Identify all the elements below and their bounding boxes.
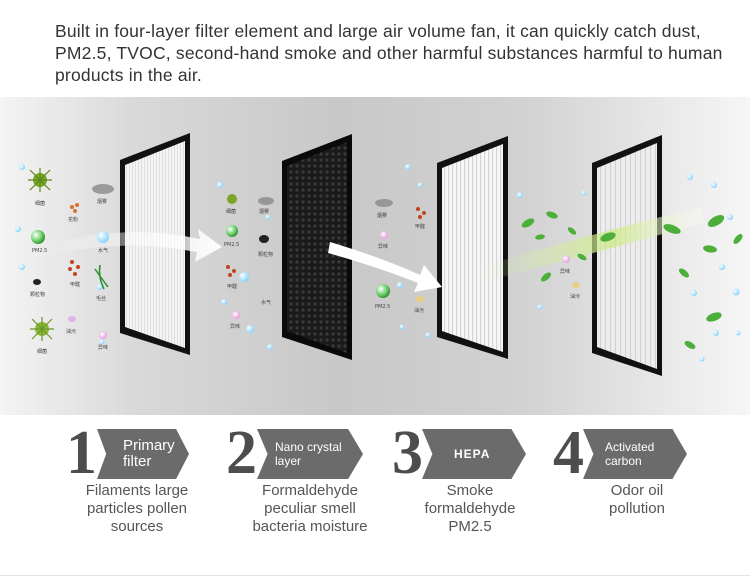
step-label-arrow: Nano crystal layer	[257, 429, 363, 479]
airflow-arrow-icon	[328, 242, 442, 292]
formaldehyde-icon	[416, 207, 426, 219]
label-hair: 毛丝	[96, 295, 106, 302]
formaldehyde-icon	[68, 260, 80, 276]
label-pollen: 花粉	[68, 216, 78, 223]
step-label: Primary filter	[123, 437, 175, 470]
airflow-arrow-icon	[40, 229, 222, 262]
airflow-arrow-icon	[480, 207, 705, 282]
bacteria-icon	[28, 168, 52, 192]
label-bacteria: 细菌	[37, 348, 47, 355]
label-pm25: PM2.5	[224, 242, 239, 248]
step-label: Nano crystal layer	[275, 440, 342, 468]
pm25-icon	[31, 230, 45, 244]
activated-carbon-filter-panel	[592, 135, 662, 376]
filter-layers-graphic: 细菌 烟雾 花粉 PM2.5 水气 甲醛 毛丝 颗粒物 细菌 油污 异味	[15, 133, 743, 376]
pollen-icon	[70, 203, 79, 213]
label-odor: 异味	[230, 323, 240, 330]
step-number: 3	[392, 419, 423, 487]
label-odor: 异味	[560, 268, 570, 275]
oil-icon	[572, 282, 580, 288]
label-bacteria: 细菌	[226, 208, 236, 215]
label-formaldehyde: 甲醛	[70, 281, 80, 288]
pm25-icon	[376, 284, 390, 298]
label-oil: 油污	[66, 328, 76, 335]
label-particulate: 颗粒物	[258, 251, 273, 258]
label-particulate: 颗粒物	[30, 291, 45, 298]
step-description: Smoke formaldehyde PM2.5	[424, 482, 516, 535]
smoke-icon	[92, 184, 114, 194]
hepa-filter-panel	[437, 136, 508, 359]
nano-crystal-filter-panel	[282, 134, 352, 360]
step-description: Filaments large particles pollen sources	[85, 482, 189, 535]
step-number: 4	[553, 419, 584, 487]
label-pm25: PM2.5	[375, 304, 390, 310]
odor-icon	[380, 231, 388, 239]
formaldehyde-icon	[226, 265, 236, 277]
pm25-icon	[226, 225, 238, 237]
label-bacteria: 细菌	[35, 200, 45, 207]
step-number: 2	[226, 419, 257, 487]
label-oil: 油污	[570, 293, 580, 300]
step-label-arrow: HEPA	[422, 429, 526, 479]
label-formaldehyde: 甲醛	[415, 223, 425, 230]
label-pm25: PM2.5	[32, 248, 47, 254]
step-label: HEPA	[454, 447, 491, 461]
intro-text: Built in four-layer filter element and l…	[55, 21, 723, 85]
label-vapor: 水气	[261, 299, 271, 306]
bacteria-icon	[30, 317, 54, 341]
step-description: Odor oil pollution	[609, 482, 665, 517]
label-odor: 异味	[378, 243, 388, 250]
filter-illustration: 细菌 烟雾 花粉 PM2.5 水气 甲醛 毛丝 颗粒物 细菌 油污 异味	[0, 97, 750, 415]
label-vapor: 水气	[98, 247, 108, 254]
filter-steps: 1 Primary filter Filaments large particl…	[0, 418, 750, 578]
hair-icon	[94, 264, 109, 290]
particulate-icon	[33, 279, 41, 285]
smoke-icon	[258, 197, 274, 205]
step-number: 1	[66, 419, 97, 487]
odor-icon	[232, 311, 240, 319]
label-smoke: 烟雾	[259, 208, 269, 215]
odor-icon	[562, 255, 570, 263]
smoke-icon	[375, 199, 393, 207]
step-label: Activated carbon	[605, 440, 655, 468]
label-smoke: 烟雾	[97, 198, 107, 205]
particulate-icon	[259, 235, 269, 243]
leaf-icon	[521, 211, 743, 349]
oil-icon	[416, 296, 424, 302]
label-formaldehyde: 甲醛	[227, 283, 237, 290]
label-smoke: 烟雾	[377, 212, 387, 219]
odor-icon	[99, 331, 107, 339]
step-description: Formaldehyde peculiar smell bacteria moi…	[252, 482, 368, 535]
divider	[0, 575, 750, 576]
oil-icon	[68, 316, 76, 322]
step-label-arrow: Primary filter	[97, 429, 189, 479]
label-odor: 异味	[98, 344, 108, 351]
step-label-arrow: Activated carbon	[583, 429, 687, 479]
bacteria-icon	[227, 194, 237, 204]
air-bubbles	[15, 164, 741, 362]
label-oil: 油污	[414, 307, 424, 314]
